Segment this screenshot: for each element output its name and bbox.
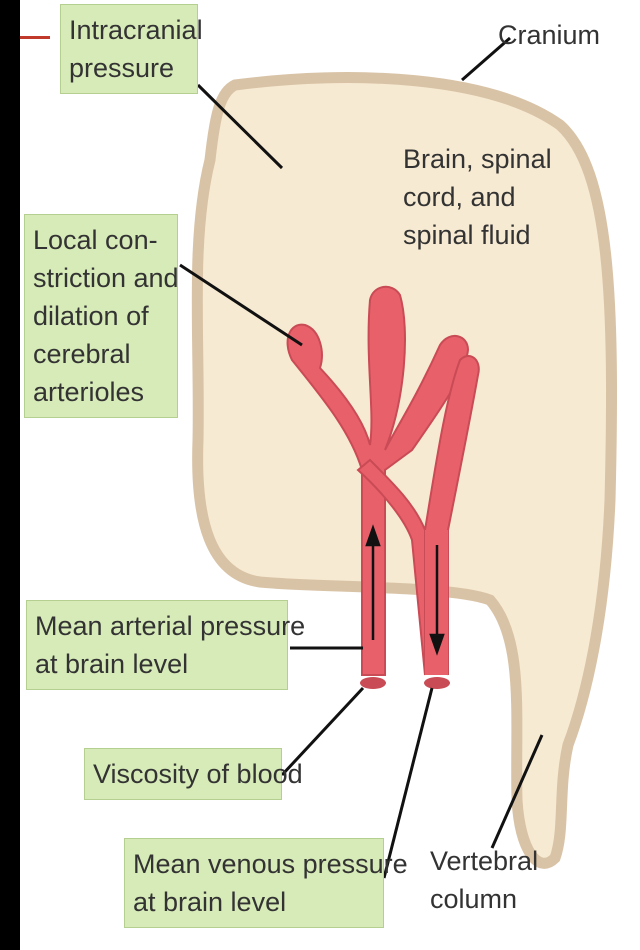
label-cranium: Cranium [498,16,600,54]
label-line: spinal fluid [403,216,552,254]
label-line: Mean arterial pressure [35,607,279,645]
label-intracranial-pressure: Intracranial pressure [60,4,198,94]
label-line: at brain level [133,883,375,921]
label-mean-venous-pressure: Mean venous pressure at brain level [124,838,384,928]
label-brain-contents: Brain, spinal cord, and spinal fluid [403,140,552,254]
label-line: cerebral [33,335,169,373]
label-line: pressure [69,49,189,87]
label-line: cord, and [403,178,552,216]
label-line: Local con- [33,221,169,259]
label-line: Intracranial [69,11,189,49]
label-line: Vertebral [430,842,538,880]
label-line: Viscosity of blood [93,755,273,793]
label-arterioles: Local con- striction and dilation of cer… [24,214,178,418]
diagram-canvas: Intracranial pressure Cranium Brain, spi… [20,0,640,950]
label-vertebral-column: Vertebral column [430,842,538,918]
label-line: Mean venous pressure [133,845,375,883]
label-line: arterioles [33,373,169,411]
label-line: Brain, spinal [403,140,552,178]
label-line: striction and [33,259,169,297]
label-line: at brain level [35,645,279,683]
label-viscosity: Viscosity of blood [84,748,282,800]
label-mean-arterial-pressure: Mean arterial pressure at brain level [26,600,288,690]
label-line: column [430,880,538,918]
accent-line [20,36,50,39]
label-line: dilation of [33,297,169,335]
